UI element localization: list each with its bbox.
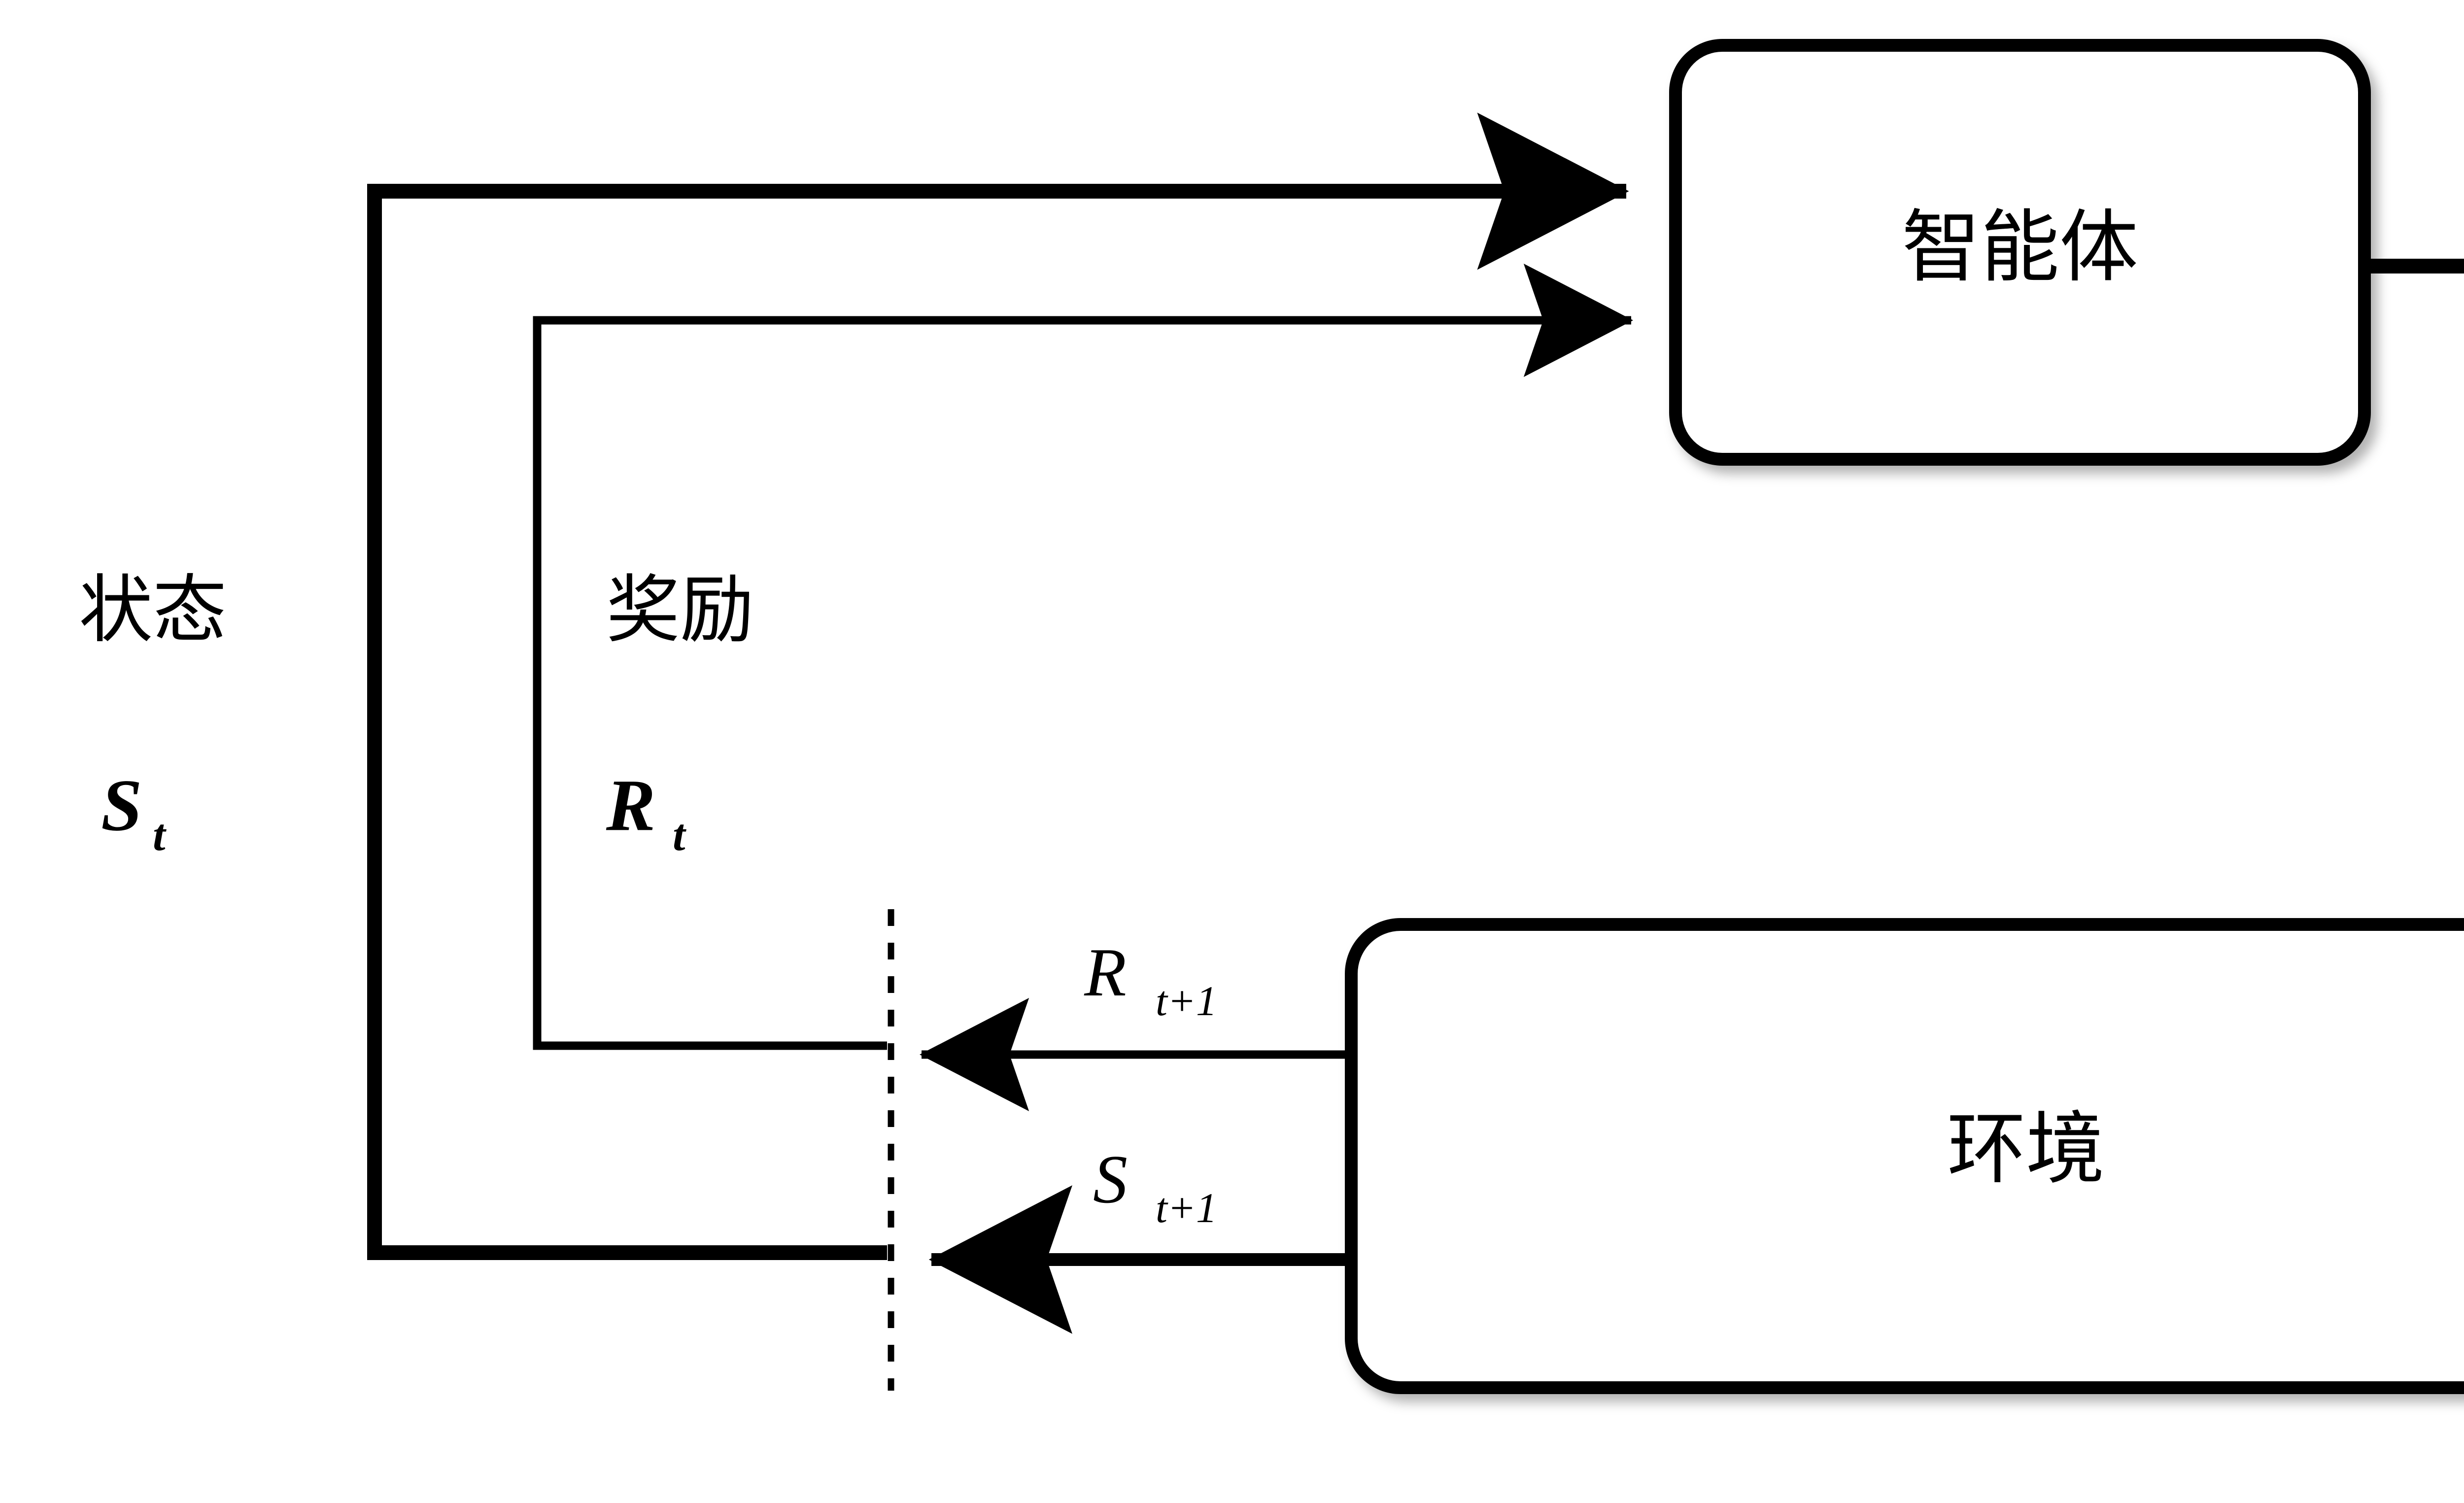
state-label-cjk: 状态 [79,570,227,651]
state-symbol-subscript: t [153,810,167,860]
state-edge [367,112,1629,1260]
state-next-symbol: S [1093,1141,1128,1218]
reward-symbol: R [606,764,655,846]
environment-label: 环境 [1947,1106,2105,1194]
reward-label-group: 奖励 R t [606,570,754,860]
agent-box[interactable] [1669,39,2371,466]
reward-edge [533,263,1633,1050]
agent-node[interactable]: 智能体 [1669,39,2371,466]
environment-box[interactable] [1345,918,2464,1394]
agent-label: 智能体 [1902,204,2138,292]
reward-next-label-group: R t+1 [1084,934,1217,1025]
reward-label-cjk: 奖励 [606,570,754,651]
reward-symbol-subscript: t [673,810,686,860]
state-next-subscript: t+1 [1156,1184,1217,1231]
state-next-label-group: S t+1 [1093,1141,1217,1231]
state-symbol: S [101,764,142,846]
environment-node[interactable]: 环境 [1345,918,2464,1394]
reward-edge-line [533,263,1633,1050]
reward-next-symbol: R [1084,934,1127,1011]
reward-next-subscript: t+1 [1156,977,1217,1025]
state-edge-line [367,112,1629,1260]
state-label-group: 状态 S t [79,570,227,860]
